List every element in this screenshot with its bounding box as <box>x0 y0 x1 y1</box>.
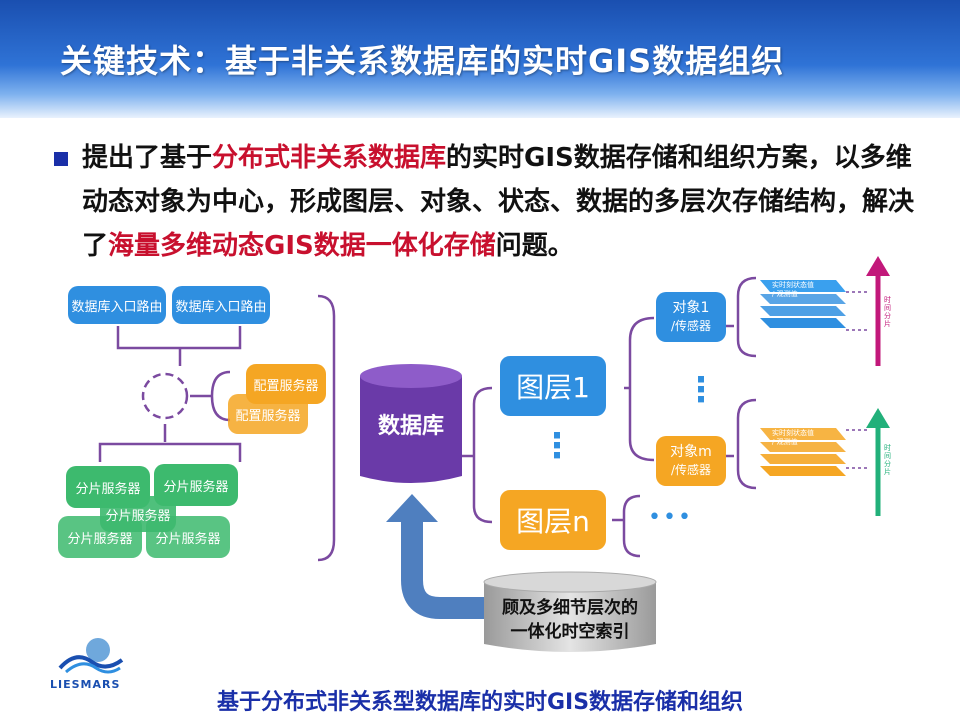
index-label-line: 一体化时空索引 <box>510 622 630 642</box>
index-label-line: 顾及多细节层次的 <box>502 598 638 618</box>
index-cylinder <box>483 571 657 652</box>
object-1-sub: /传感器 <box>670 319 712 333</box>
object-m-sub: /传感器 <box>670 463 712 477</box>
header-banner <box>0 0 960 118</box>
logo-text: LIESMARS <box>50 678 121 691</box>
object-1-box: 对象1 /传感器 <box>656 292 726 342</box>
object-1-name: 对象1 <box>672 300 710 316</box>
object-m-name: 对象m <box>670 444 712 460</box>
para-seg-red: 海量多维动态GIS数据一体化存储 <box>108 231 496 261</box>
time-slice-label: 时间分片 <box>884 296 891 328</box>
state-stack-bottom <box>760 428 846 476</box>
layer-1-box: 图层1 <box>500 356 606 416</box>
para-seg: 问题。 <box>495 231 574 261</box>
vertical-ellipsis: ⋮ <box>684 370 718 410</box>
shard-server-box: 分片服务器 <box>100 496 176 532</box>
database-label: 数据库 <box>377 414 444 439</box>
state-stack-top <box>760 280 846 328</box>
object-m-box: 对象m /传感器 <box>656 436 726 486</box>
stack-label-line: / 观测值 <box>772 290 798 298</box>
horizontal-ellipsis: ••• <box>648 505 693 530</box>
body-paragraph: 提出了基于分布式非关系数据库的实时GIS数据存储和组织方案，以多维动态对象为中心… <box>82 136 932 268</box>
router-box: 数据库入口路由 <box>68 286 166 324</box>
para-seg-red: 分布式非关系数据库 <box>212 143 447 173</box>
stack-label-top: 实时刻状态值 / 观测值 <box>772 281 814 299</box>
footer-caption: 基于分布式非关系型数据库的实时GIS数据存储和组织 <box>216 690 744 715</box>
stack-label-bottom: 实时刻状态值 / 观测值 <box>772 429 814 447</box>
liesmars-logo-icon <box>58 638 124 674</box>
vertical-ellipsis: ⋮ <box>540 426 574 466</box>
stack-label-line: 实时刻状态值 <box>772 281 814 289</box>
para-seg: 提出了基于 <box>82 143 213 173</box>
config-server-box: 配置服务器 <box>246 364 326 404</box>
router-box: 数据库入口路由 <box>172 286 270 324</box>
para-seg: 的实时GIS数据存储和组织方案，以多维动态对象为中心，形成图层、对象、状态、数据… <box>82 143 915 261</box>
stack-label-line: / 观测值 <box>772 438 798 446</box>
index-label: 顾及多细节层次的 一体化时空索引 <box>482 596 658 644</box>
time-slice-label: 时间分片 <box>884 444 891 476</box>
database-cylinder <box>360 364 462 483</box>
slide-title: 关键技术：基于非关系数据库的实时GIS数据组织 <box>60 42 785 80</box>
bullet-square <box>54 152 68 166</box>
shard-server-box: 分片服务器 <box>146 516 230 558</box>
stack-label-line: 实时刻状态值 <box>772 429 814 437</box>
layer-n-box: 图层n <box>500 490 606 550</box>
